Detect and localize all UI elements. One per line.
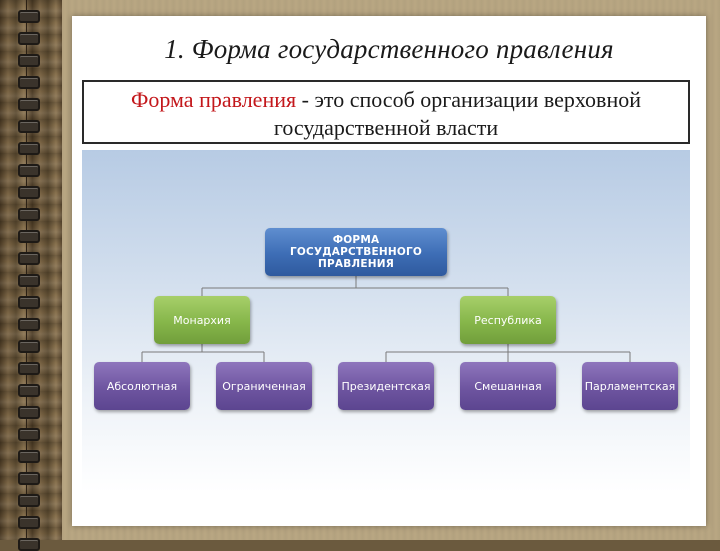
binder-ring [18,516,40,529]
definition-text-line2: государственной власти [273,115,499,140]
binder-ring [18,274,40,287]
definition-text-line1: - это способ организации верховной [296,87,641,112]
slide-title: 1. Форма государственного правления [164,34,614,64]
node-absolute-monarchy: Абсолютная [94,362,190,410]
binder-ring [18,76,40,89]
binder-strip [0,0,62,551]
binder-ring [18,10,40,23]
node-limited-monarchy: Ограниченная [216,362,312,410]
binder-ring [18,450,40,463]
binder-ring [18,428,40,441]
binder-ring [18,318,40,331]
node-parliamentary-republic: Парламентская [582,362,678,410]
binder-line [26,0,27,540]
node-monarchy: Монархия [154,296,250,344]
binder-ring [18,186,40,199]
binder-ring [18,252,40,265]
binder-ring [18,296,40,309]
diagram-connectors [141,276,631,362]
binder-ring [18,362,40,375]
definition-box: Форма правления - это способ организации… [82,80,690,144]
binder-ring [18,494,40,507]
node-republic: Республика [460,296,556,344]
node-mixed-republic: Смешанная [460,362,556,410]
binder-ring [18,164,40,177]
node-presidential-republic: Президентская [338,362,434,410]
binder-ring [18,208,40,221]
binder-ring [18,32,40,45]
binder-ring [18,340,40,353]
binder-ring [18,54,40,67]
binder-ring [18,230,40,243]
binder-ring [18,472,40,485]
binder-ring [18,384,40,397]
binder-ring [18,142,40,155]
binder-ring [18,406,40,419]
definition-term: Форма правления [130,87,297,112]
binder-ring [18,98,40,111]
hierarchy-diagram: ФОРМА ГОСУДАРСТВЕННОГО ПРАВЛЕНИЯ Монархи… [82,150,690,492]
node-government-form: ФОРМА ГОСУДАРСТВЕННОГО ПРАВЛЕНИЯ [265,228,447,276]
binder-ring [18,120,40,133]
